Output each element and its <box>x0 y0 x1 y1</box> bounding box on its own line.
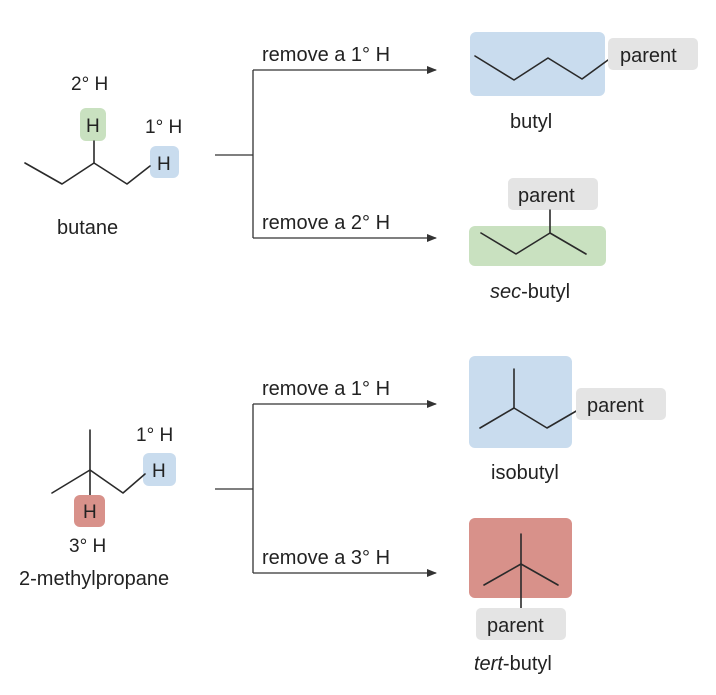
secondary-h-highlight <box>80 108 106 141</box>
isobutyl-product: parent isobutyl <box>469 356 666 484</box>
primary-h-highlight <box>150 146 179 178</box>
methylpropane-primary-h-atom: H <box>152 461 166 482</box>
butyl-parent-label: parent <box>620 45 677 67</box>
butyl-name: butyl <box>510 111 552 133</box>
sec-butyl-product: parent sec-butyl <box>469 178 606 303</box>
tert-butyl-parent-label: parent <box>487 615 544 637</box>
butyl-product: parent butyl <box>470 32 698 133</box>
reaction-label-remove-3-h: remove a 3° H <box>262 547 390 569</box>
methylpropane-name: 2-methylpropane <box>19 568 169 590</box>
methylpropane-skeleton <box>51 469 146 494</box>
secondary-h-atom: H <box>86 116 100 137</box>
butane-molecule: 2° H H 1° H H butane <box>24 74 182 239</box>
methylpropane-primary-h-highlight <box>143 453 176 486</box>
tert-butyl-left-bond <box>483 563 522 586</box>
isobutyl-skeleton <box>479 407 579 429</box>
tertiary-h-highlight <box>74 495 105 527</box>
butane-skeleton <box>24 162 151 185</box>
methylpropane-primary-h-label: 1° H <box>136 425 173 446</box>
reaction-label-remove-1-h-b: remove a 1° H <box>262 378 390 400</box>
tert-butyl-right-bond <box>520 563 559 586</box>
reaction-label-remove-1-h: remove a 1° H <box>262 44 390 66</box>
tertiary-h-label: 3° H <box>69 536 106 557</box>
butyl-skeleton <box>474 55 609 81</box>
tert-butyl-product: parent tert-butyl <box>469 518 572 675</box>
secondary-h-label: 2° H <box>71 74 108 95</box>
sec-butyl-skeleton <box>480 232 587 255</box>
isobutyl-parent-label: parent <box>587 395 644 417</box>
isobutyl-name: isobutyl <box>491 462 559 484</box>
isobutyl-parent-badge <box>576 388 666 420</box>
butyl-parent-badge <box>608 38 698 70</box>
tertiary-h-atom: H <box>83 502 97 523</box>
methylpropane-reaction-arrows: remove a 1° H remove a 3° H <box>215 378 437 577</box>
reaction-label-remove-2-h: remove a 2° H <box>262 212 390 234</box>
sec-butyl-parent-badge <box>508 178 598 210</box>
methylpropane-molecule: 1° H H H 3° H 2-methylpropane <box>19 425 176 590</box>
sec-butyl-highlight <box>469 226 606 266</box>
tert-butyl-name: tert-butyl <box>474 653 552 675</box>
primary-h-atom: H <box>157 154 171 175</box>
primary-h-label: 1° H <box>145 117 182 138</box>
sec-butyl-name: sec-butyl <box>490 281 570 303</box>
butane-name: butane <box>57 217 118 239</box>
tert-butyl-parent-badge <box>476 608 566 640</box>
isobutyl-highlight <box>469 356 572 448</box>
sec-butyl-parent-label: parent <box>518 185 575 207</box>
butane-reaction-arrows: remove a 1° H remove a 2° H <box>215 44 437 242</box>
